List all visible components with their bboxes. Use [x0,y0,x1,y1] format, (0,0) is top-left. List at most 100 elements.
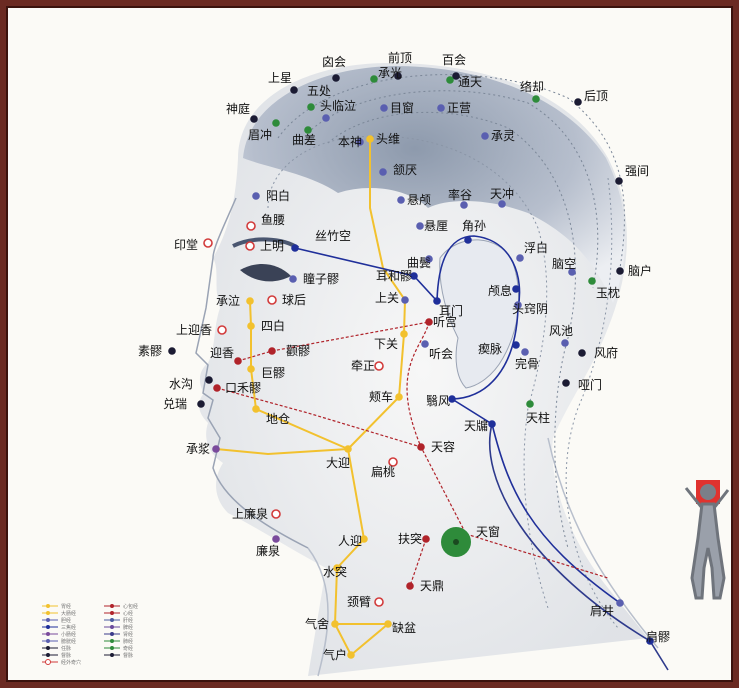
point-marker [247,322,255,330]
point-marker [374,361,384,371]
acupoint: 正营 [437,101,471,115]
acupoint: 肩髎 [646,629,670,645]
acupoint: 风府 [578,345,618,360]
acupoint: 本神 [338,135,364,149]
legend-label: 脾经 [123,624,133,631]
acupoint: 天容 [417,439,455,454]
point-marker [379,168,387,176]
eye-shape [240,264,291,282]
point-marker [374,597,384,607]
acupoint: 目窗 [380,101,414,115]
point-label: 目窗 [390,101,414,115]
point-label: 承光 [378,66,402,80]
point-label: 阳白 [266,188,290,203]
legend-label: 心经 [123,610,133,617]
point-marker [425,318,433,326]
point-label: 口禾髎 [225,381,261,395]
point-marker [578,349,586,357]
point-label: 眉冲 [248,127,272,142]
point-marker [388,457,398,467]
point-marker [521,348,529,356]
legend-label: 奇经 [123,645,133,652]
acupoint: 眉冲 [248,119,280,142]
acupoint: 天窗 [441,525,500,557]
point-marker [453,539,459,545]
triple-burner-meridian [294,235,621,604]
point-label: 天柱 [526,410,550,425]
point-marker [168,347,176,355]
point-marker [488,420,496,428]
acupoint: 上星 [268,71,298,94]
point-marker [400,330,408,338]
point-marker [532,95,540,103]
acupoint: 气舍 [305,616,339,631]
point-marker [464,236,472,244]
point-label: 瘈脉 [478,341,502,356]
neck-shape [307,437,659,677]
point-marker [452,72,460,80]
point-marker [433,297,441,305]
point-label: 丝竹空 [315,229,351,243]
point-label: 曲鬓 [407,255,431,270]
point-marker [360,535,368,543]
acupoint: 浮白 [516,240,548,262]
point-marker [512,341,520,349]
legend-label: 心包经 [123,603,138,610]
acupoint: 神庭 [226,101,258,123]
point-marker [446,76,454,84]
acupoint: 曲差 [292,126,316,147]
point-label: 风府 [594,345,618,360]
point-label: 上星 [268,71,292,85]
acupoint: 牵正 [351,359,384,373]
point-label: 颊车 [369,389,393,404]
point-label: 通天 [458,75,482,89]
point-label: 头维 [376,132,400,146]
point-label: 颔厌 [393,163,417,177]
acupoint: 率谷 [448,187,472,209]
acupoint: 素髎 [138,344,176,358]
point-label: 玉枕 [596,285,620,300]
point-marker [588,277,596,285]
acupoint: 印堂 [174,238,213,252]
acupoint: 地仓 [252,405,290,426]
point-marker [448,395,456,403]
acupoint: 五处 [307,84,331,111]
point-marker [562,379,570,387]
point-label: 前顶 [388,50,412,65]
point-label: 耳和髎 [376,269,412,283]
point-marker [271,509,281,519]
point-marker [246,221,256,231]
point-marker [366,135,374,143]
point-label: 肩井 [590,603,614,618]
figure-head [700,484,716,500]
point-label: 天牖 [464,419,488,433]
point-marker [267,295,277,305]
legend-marker [110,604,114,608]
legend-marker [110,611,114,615]
acupoint: 瞳子髎 [289,271,339,286]
point-label: 天容 [431,439,455,454]
acupoint: 天鼎 [406,579,444,593]
point-marker [568,268,576,276]
body-figure-icon [684,480,730,600]
point-label: 悬厘 [424,219,448,233]
point-label: 络却 [520,79,544,94]
acupoint: 通天 [446,75,482,89]
acupoint: 颅息 [488,283,520,298]
point-label: 上明 [260,239,284,253]
point-marker [394,72,402,80]
acupoint: 风池 [549,324,573,347]
point-marker [512,285,520,293]
point-label: 听宫 [433,314,457,329]
point-label: 承泣 [216,293,240,308]
point-label: 承灵 [491,129,515,143]
point-marker [437,104,445,112]
acupoint: 前顶 [388,50,412,80]
point-marker [291,244,299,252]
point-label: 下关 [374,337,398,351]
legend-label: 大肠经 [61,610,76,617]
point-marker [304,126,312,134]
point-label: 后顶 [584,89,608,103]
point-marker [234,357,242,365]
acupoint: 扶突 [398,531,430,546]
